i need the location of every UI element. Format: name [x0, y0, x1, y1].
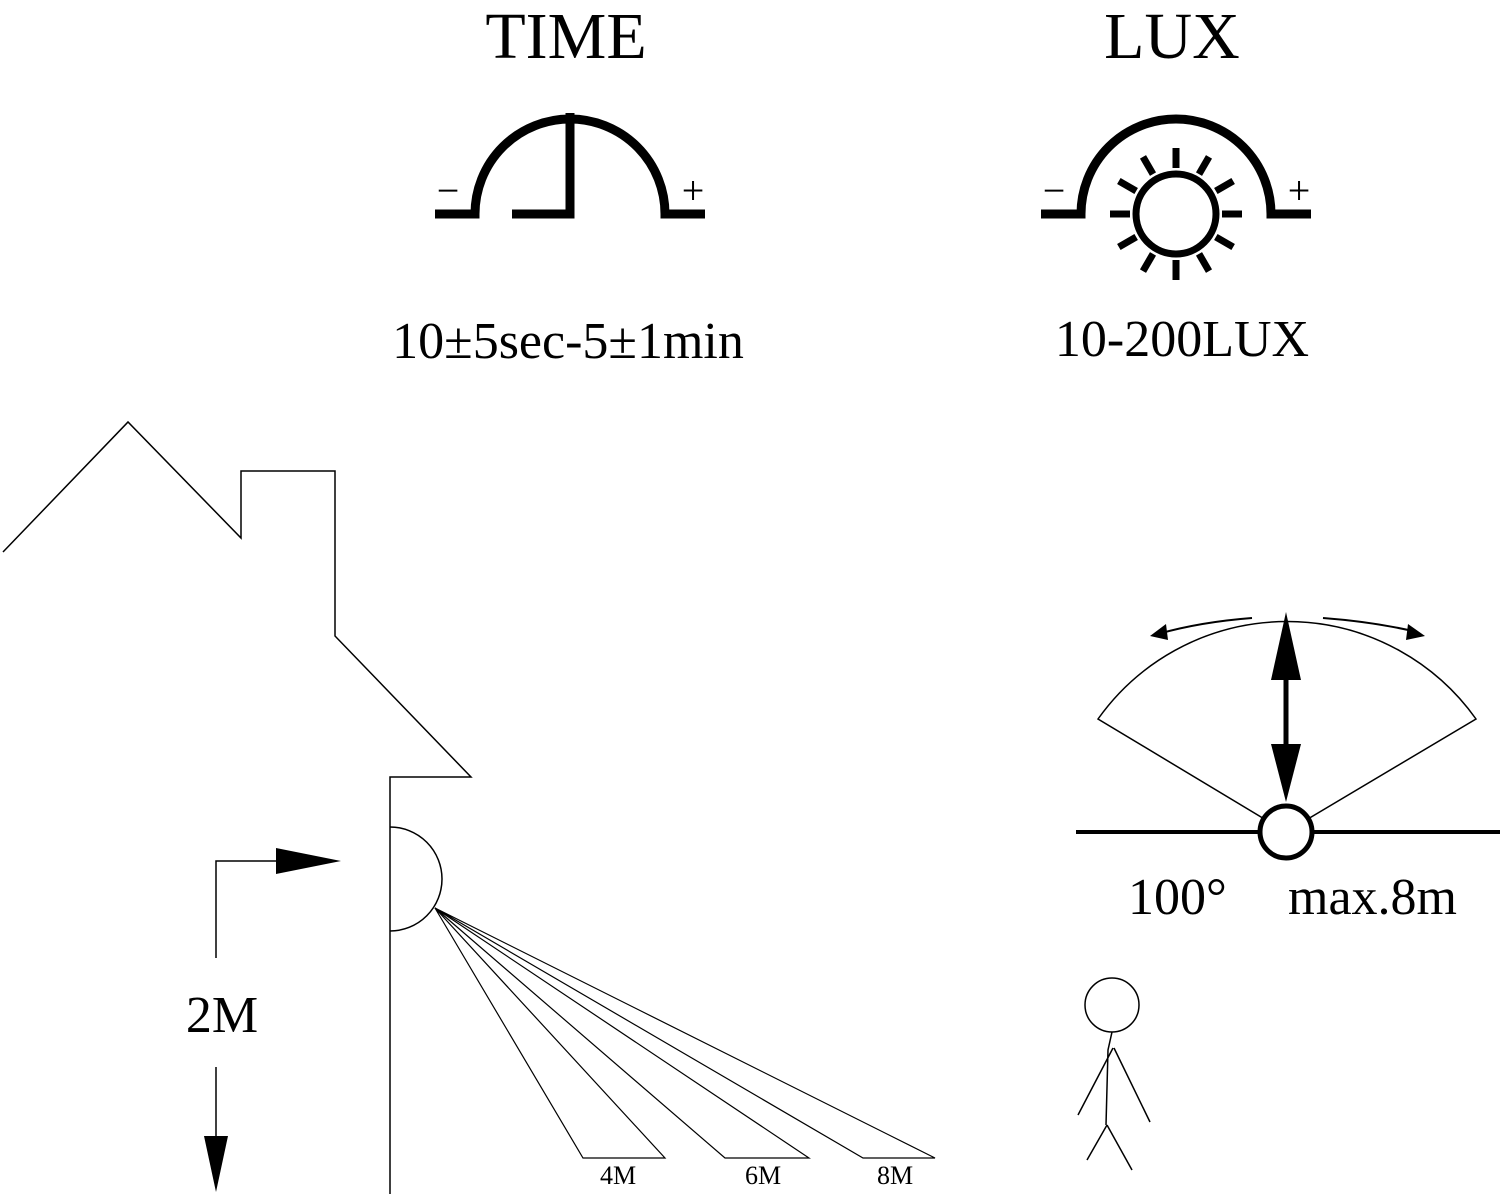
- zone-label-8m: 8M: [877, 1161, 913, 1190]
- height-indicator: 2M: [186, 848, 341, 1192]
- arrow-up-icon: [1271, 612, 1301, 680]
- time-range-label: 10±5sec-5±1min: [392, 313, 744, 370]
- time-minus-sign: −: [437, 168, 460, 213]
- lux-plus-sign: +: [1288, 168, 1311, 213]
- height-label: 2M: [186, 987, 258, 1044]
- sun-ray: [1117, 233, 1138, 251]
- sun-ray: [1195, 155, 1213, 176]
- sun-ray: [1117, 177, 1138, 195]
- time-knob-group: TIME − + 10±5sec-5±1min: [392, 0, 744, 370]
- lux-range-label: 10-200LUX: [1055, 311, 1309, 368]
- zone-label-4m: 4M: [600, 1161, 636, 1190]
- sun-ray: [1139, 252, 1157, 273]
- house-outline: [2, 420, 473, 1194]
- time-plus-sign: +: [682, 168, 705, 213]
- arrow-right-icon: [276, 848, 341, 874]
- detection-beams: [434, 907, 936, 1159]
- angle-top-view: 100° max.8m: [1076, 612, 1500, 926]
- time-title: TIME: [485, 0, 646, 73]
- sun-icon: [1110, 148, 1242, 280]
- lux-minus-sign: −: [1043, 168, 1066, 213]
- zone-label-6m: 6M: [745, 1161, 781, 1190]
- lux-knob-group: LUX − + 10-200LUX: [1041, 0, 1311, 368]
- arrow-right-icon: [1406, 624, 1425, 640]
- sensor-circle: [1257, 803, 1315, 861]
- arrow-left-icon: [1150, 624, 1168, 640]
- sun-disc: [1132, 170, 1220, 258]
- angle-label: 100°: [1128, 869, 1227, 926]
- arrow-down-icon: [1271, 744, 1301, 802]
- lux-knob-icon: [1041, 114, 1311, 219]
- sun-ray: [1139, 155, 1157, 176]
- sensor-dome: [389, 826, 443, 932]
- sun-ray: [1195, 252, 1213, 273]
- person-icon: [1077, 977, 1151, 1171]
- sun-ray: [1214, 177, 1235, 195]
- distance-label: max.8m: [1288, 869, 1457, 926]
- arrow-down-icon: [204, 1136, 228, 1192]
- lux-title: LUX: [1104, 0, 1240, 73]
- time-knob-icon: [435, 113, 705, 219]
- sun-ray: [1214, 233, 1235, 251]
